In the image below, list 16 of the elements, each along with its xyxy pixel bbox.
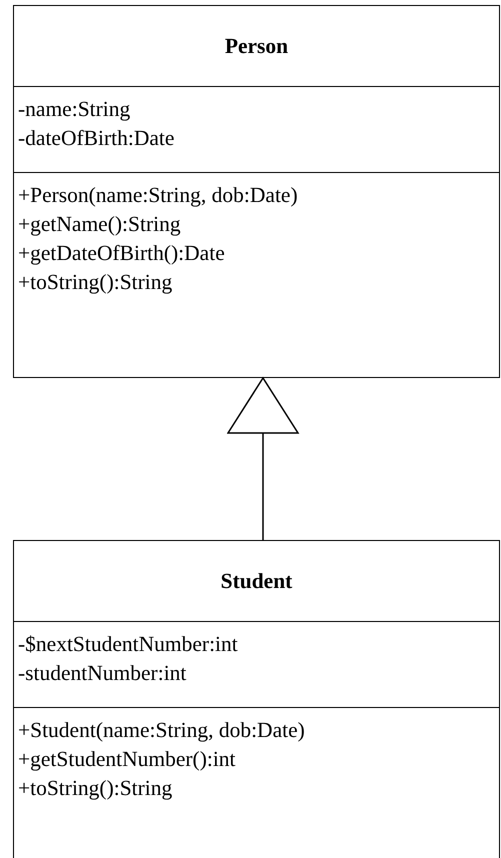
method-text: +getDateOfBirth():Date <box>18 240 225 267</box>
class-box <box>13 540 500 858</box>
class-name: Person <box>224 33 290 60</box>
attribute-text: -$nextStudentNumber:int <box>18 631 238 658</box>
method-text: +toString():String <box>18 775 172 802</box>
attribute-text: -dateOfBirth:Date <box>18 125 174 152</box>
class-box <box>13 5 500 378</box>
method-text: +getName():String <box>18 211 181 238</box>
method-text: +Student(name:String, dob:Date) <box>18 717 305 744</box>
inheritance-arrow <box>227 377 299 540</box>
attribute-text: -studentNumber:int <box>18 660 186 687</box>
method-text: +toString():String <box>18 269 172 296</box>
method-text: +getStudentNumber():int <box>18 746 236 773</box>
method-text: +Person(name:String, dob:Date) <box>18 182 298 209</box>
class-name: Student <box>220 568 294 595</box>
attribute-text: -name:String <box>18 96 130 123</box>
